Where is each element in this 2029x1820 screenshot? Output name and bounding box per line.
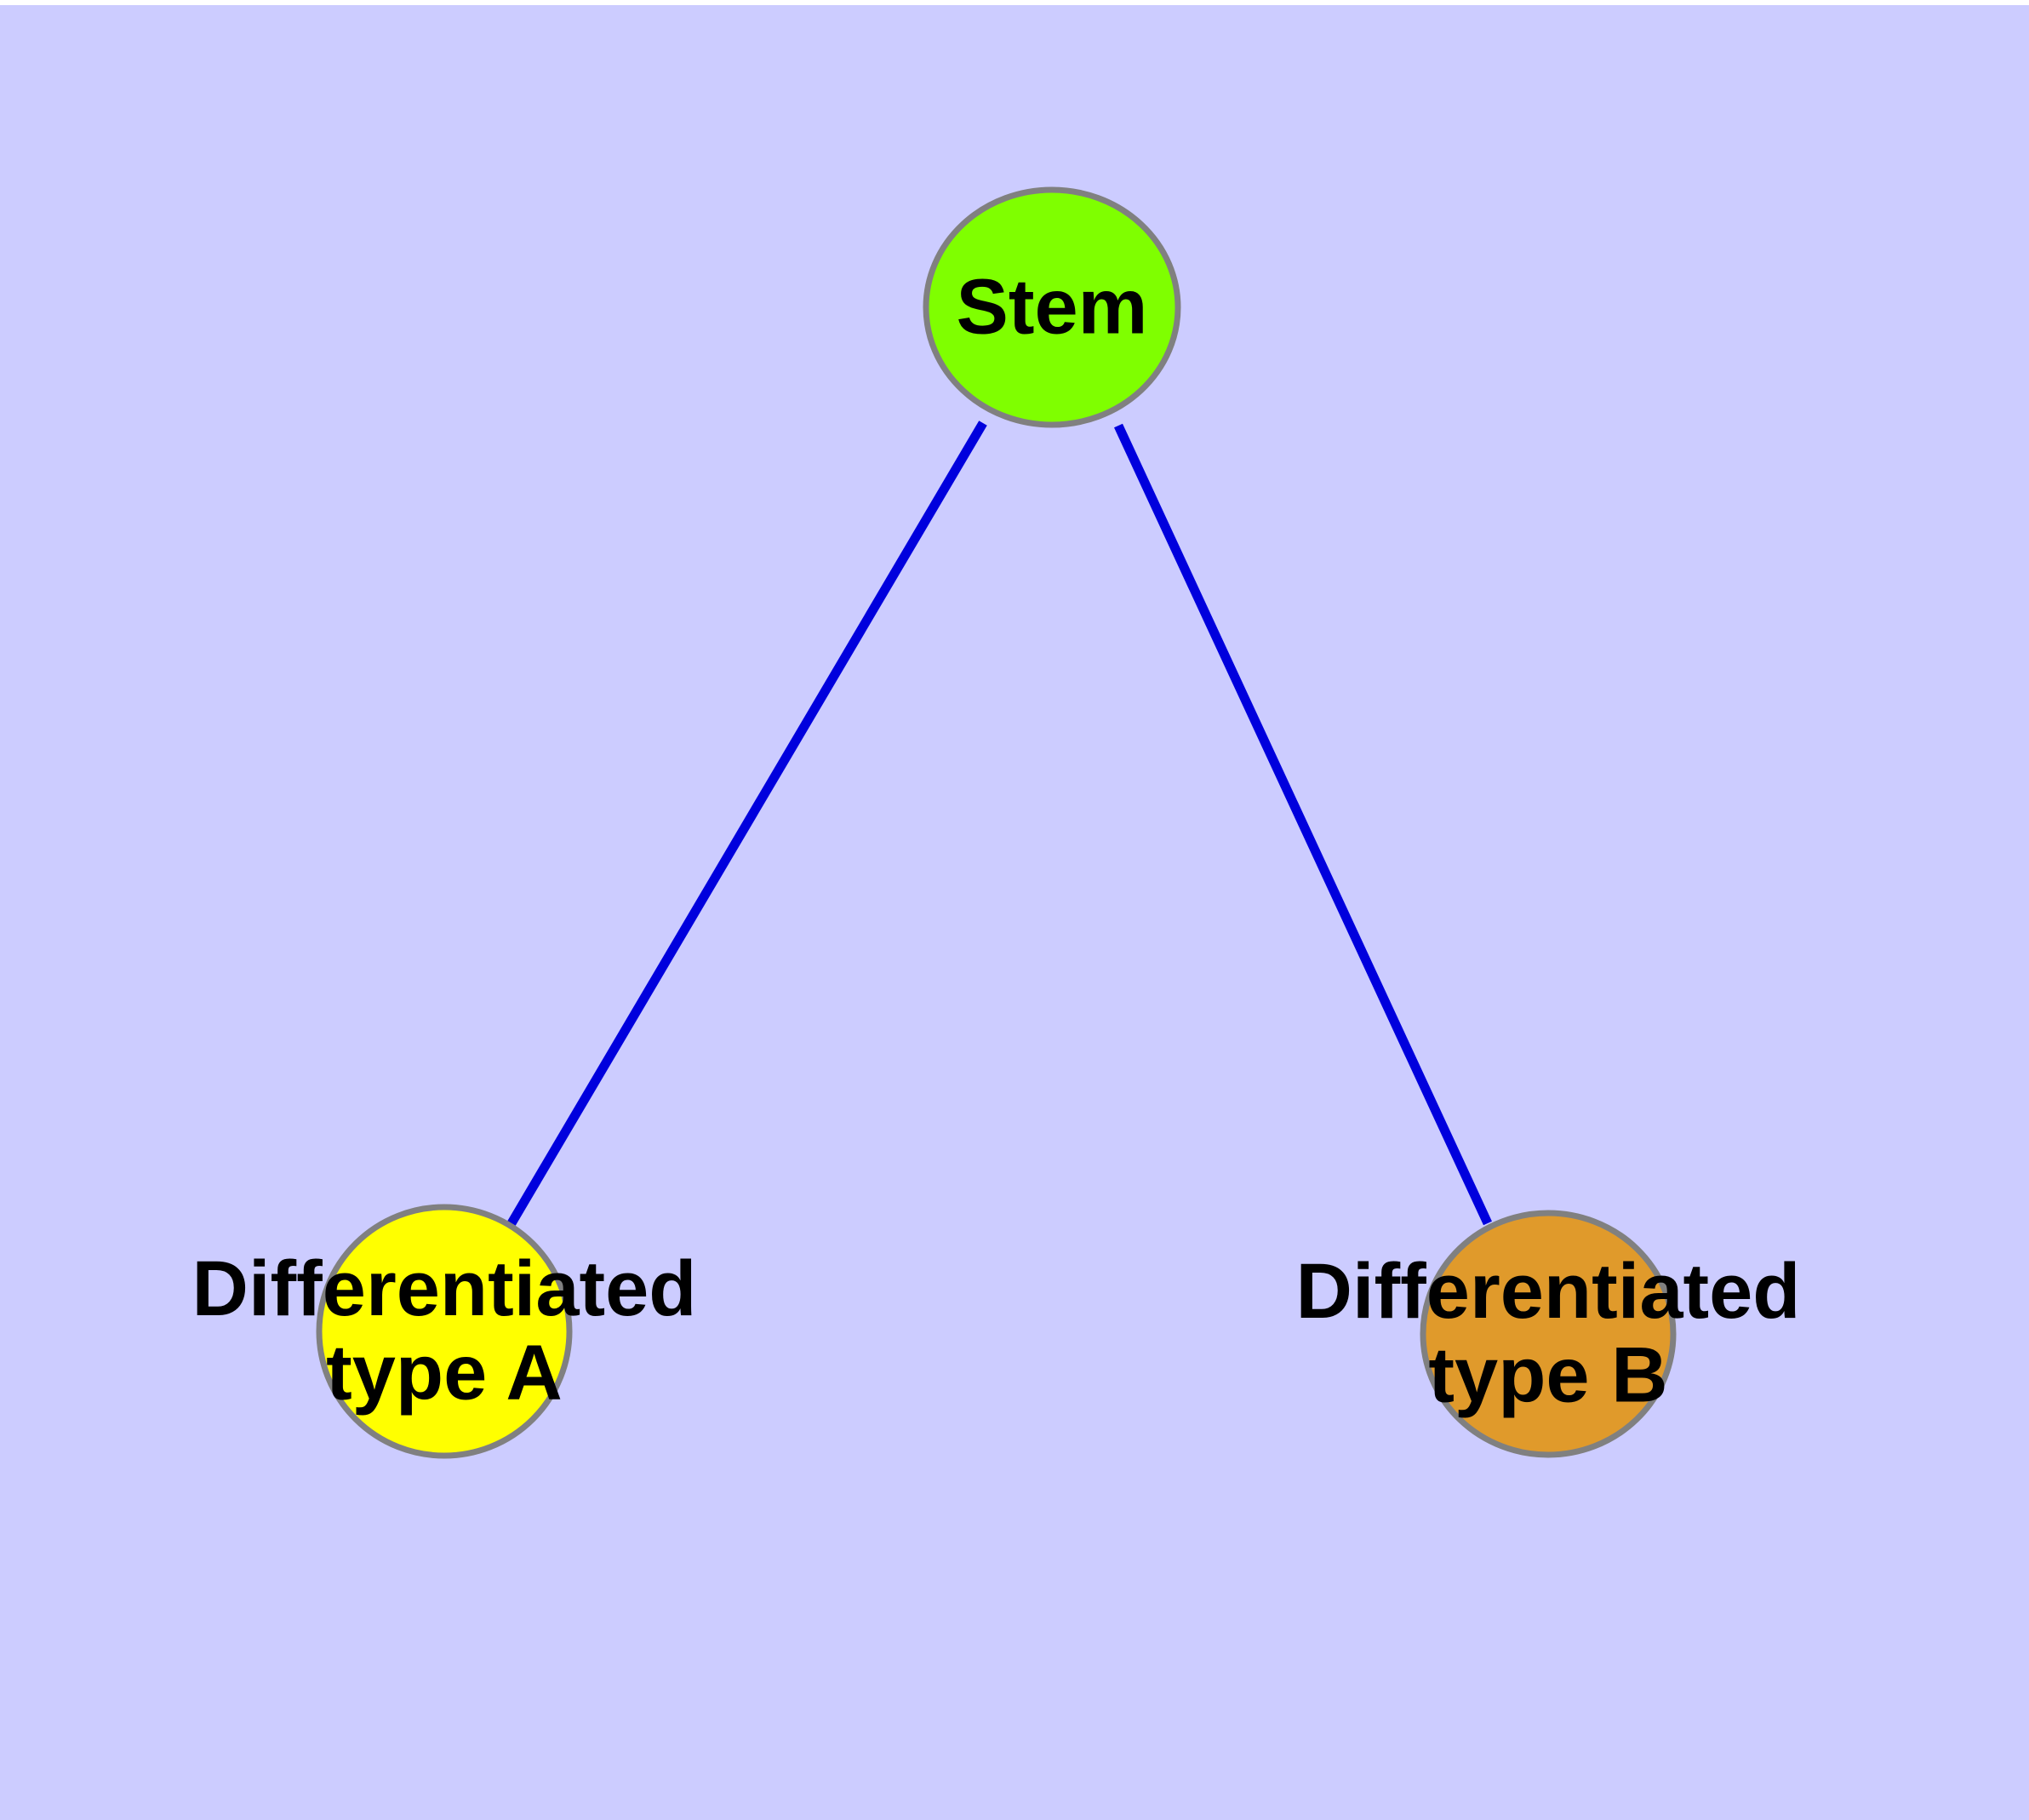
label-line: type A xyxy=(326,1330,563,1417)
node-stem-label: Stem xyxy=(957,263,1148,350)
label-line: Stem xyxy=(957,263,1148,350)
node-layer xyxy=(316,186,1677,1459)
node-differentiated-type-b[interactable] xyxy=(1420,1210,1677,1458)
node-differentiated-type-a-circle[interactable] xyxy=(316,1204,573,1459)
node-stem[interactable] xyxy=(923,186,1181,428)
edge-stem-to-differentiated-type-b[interactable] xyxy=(1114,423,1492,1226)
label-line: Differentiated xyxy=(1296,1248,1801,1335)
label-line: Differentiated xyxy=(192,1245,697,1332)
edge-stem-to-differentiated-type-a[interactable] xyxy=(507,421,987,1226)
node-differentiated-type-b-circle[interactable] xyxy=(1420,1210,1677,1458)
node-stem-circle[interactable] xyxy=(923,186,1181,428)
edge-layer xyxy=(507,421,1492,1226)
label-line: type B xyxy=(1428,1332,1667,1419)
node-differentiated-type-a[interactable] xyxy=(316,1204,573,1459)
